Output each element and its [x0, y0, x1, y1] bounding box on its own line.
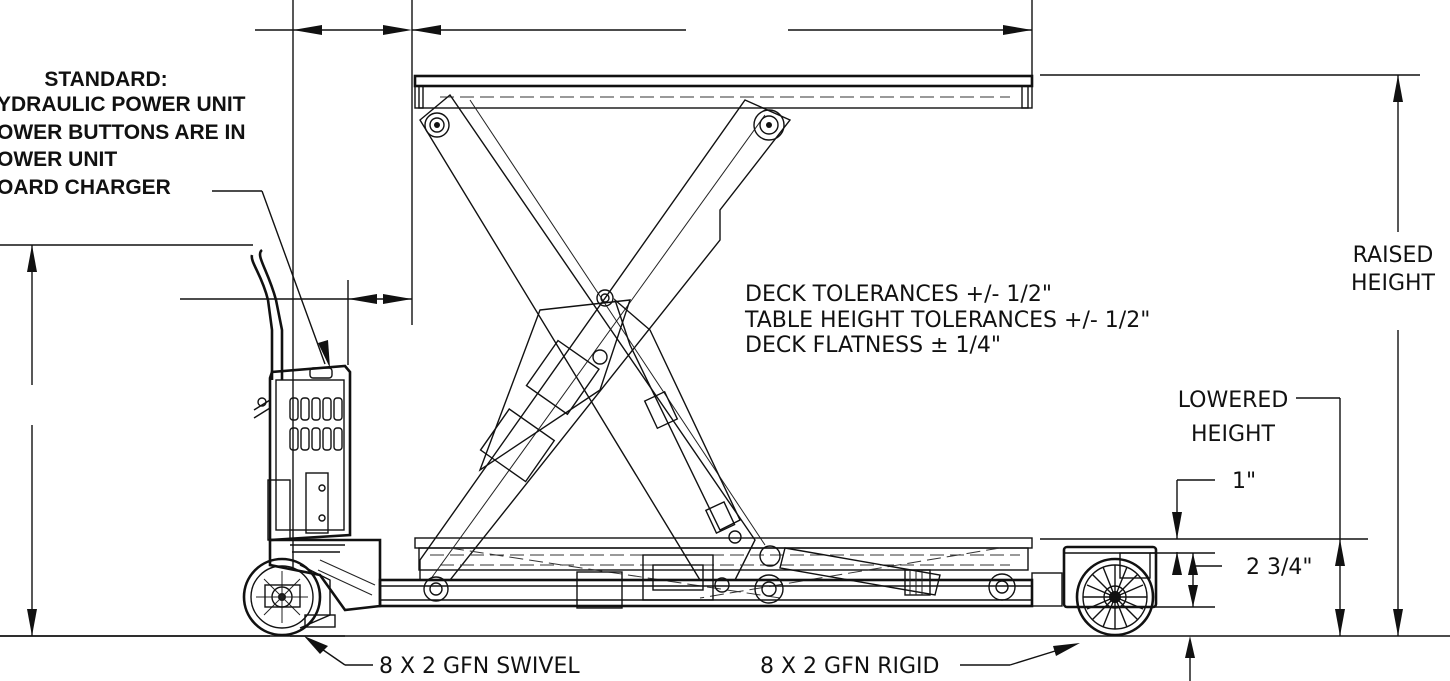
- raised-height-label-1: RAISED: [1353, 243, 1434, 268]
- scissor-arms: [419, 93, 792, 581]
- lowered-height-label-2: HEIGHT: [1191, 422, 1276, 447]
- deck-tolerance: DECK TOLERANCES +/- 1/2": [745, 282, 1052, 307]
- standard-note: STANDARD: YDRAULIC POWER UNIT OWER BUTTO…: [0, 68, 246, 199]
- note-line-4: OWER UNIT: [0, 148, 117, 171]
- note-line-2: YDRAULIC POWER UNIT: [0, 93, 246, 116]
- top-dimension-lines: [180, 0, 1033, 570]
- base-frame: [378, 545, 1063, 609]
- note-line-3: OWER BUTTONS ARE IN: [0, 121, 246, 144]
- leaders: [212, 190, 1080, 666]
- one-inch-label: 1": [1232, 469, 1256, 494]
- raised-height-label-2: HEIGHT: [1351, 271, 1436, 296]
- note-line-1: STANDARD:: [44, 68, 167, 91]
- dimension-labels: RAISED HEIGHT LOWERED HEIGHT 1" 2 3/4": [1178, 243, 1436, 580]
- vent-slots: [289, 397, 343, 451]
- upper-deck: [413, 74, 1034, 109]
- rigid-caster-label: 8 X 2 GFN RIGID: [760, 654, 939, 679]
- rigid-caster: [1062, 545, 1158, 637]
- swivel-caster-label: 8 X 2 GFN SWIVEL: [379, 654, 580, 679]
- upper-pivots: [424, 109, 785, 141]
- deck-flatness: DECK FLATNESS ± 1/4": [745, 333, 1001, 358]
- lowered-deck: [414, 537, 1033, 599]
- caster-callouts: 8 X 2 GFN SWIVEL 8 X 2 GFN RIGID: [379, 654, 939, 679]
- swivel-caster: [242, 557, 345, 637]
- table-height-tolerance: TABLE HEIGHT TOLERANCES +/- 1/2": [744, 308, 1150, 333]
- lowered-height-label-1: LOWERED: [1178, 388, 1289, 413]
- note-line-5: OARD CHARGER: [0, 176, 171, 199]
- tolerance-note: DECK TOLERANCES +/- 1/2" TABLE HEIGHT TO…: [744, 282, 1150, 358]
- two-three-quarter-label: 2 3/4": [1246, 555, 1313, 580]
- height-dimensions: [1040, 74, 1450, 681]
- power-unit: [250, 248, 382, 612]
- overall-height-dimension: [0, 244, 270, 637]
